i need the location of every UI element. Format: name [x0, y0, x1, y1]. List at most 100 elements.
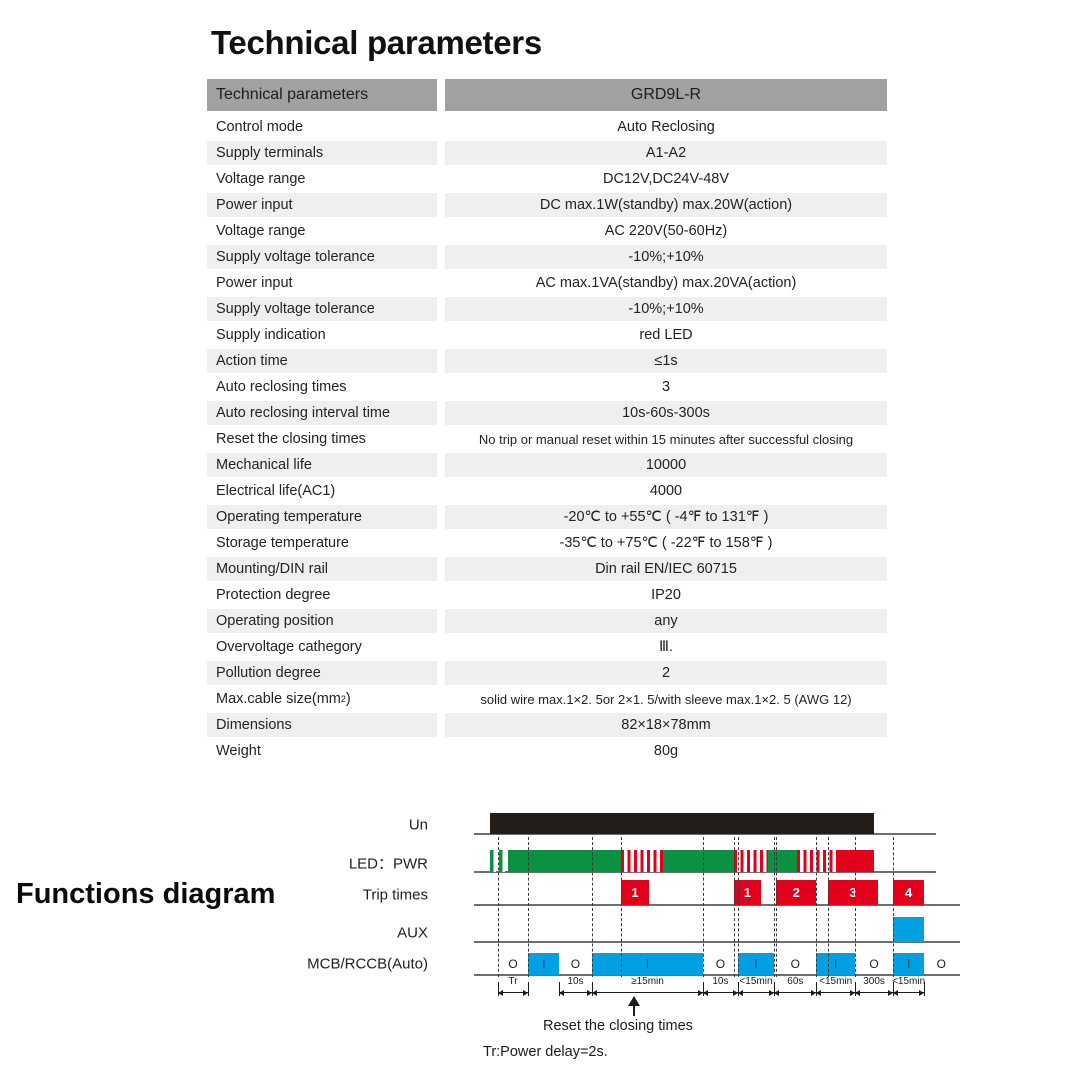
spec-key: Power input [207, 271, 437, 295]
mcb-state-bar-on [528, 953, 560, 975]
interval-arrow-left-icon [703, 989, 709, 996]
aux-pulse [893, 917, 924, 942]
diagram-guide-line [827, 837, 829, 977]
interval-dimension-line [559, 992, 592, 993]
spec-key: Protection degree [207, 583, 437, 607]
interval-tick [497, 982, 499, 996]
diagram-guide-line [737, 837, 739, 977]
interval-arrow-right-icon [769, 989, 775, 996]
baseline-led-pwr [474, 871, 936, 873]
interval-label: <15min [739, 976, 773, 987]
diagram-label-aux: AUX [397, 924, 428, 942]
table-row: Supply voltage tolerance-10%;+10% [207, 297, 887, 321]
mcb-state-bar-on [737, 953, 775, 975]
tr-note: Tr:Power delay=2s. [483, 1044, 608, 1060]
interval-dimension-line [703, 992, 738, 993]
spec-key: Operating temperature [207, 505, 437, 529]
spec-value: DC max.1W(standby) max.20W(action) [445, 193, 887, 217]
spec-value: solid wire max.1×2. 5or 2×1. 5/with slee… [445, 687, 887, 711]
interval-dimension-line [854, 992, 894, 993]
spec-value: -20℃ to +55℃ ( -4℉ to 131℉ ) [445, 505, 887, 529]
mcb-state-letter: I [754, 957, 758, 971]
spec-value: AC max.1VA(standby) max.20VA(action) [445, 271, 887, 295]
interval-arrow-right-icon [849, 989, 855, 996]
spec-value: -35℃ to +75℃ ( -22℉ to 158℉ ) [445, 531, 887, 555]
diagram-guide-line [733, 837, 735, 977]
mcb-state-letter: I [906, 957, 911, 971]
trip-pulse: 3 [827, 880, 878, 905]
spec-key: Control mode [207, 115, 437, 139]
spec-value: No trip or manual reset within 15 minute… [445, 427, 887, 451]
spec-value: 10000 [445, 453, 887, 477]
diagram-guide-line [620, 837, 622, 977]
spec-value: Ⅲ. [445, 635, 887, 659]
diagram-guide-line [528, 837, 530, 977]
interval-label: ≥15min [631, 976, 664, 987]
table-row: Operating temperature -20℃ to +55℃ ( -4℉ … [207, 505, 887, 529]
mcb-state-bar-on [816, 953, 855, 975]
mcb-state-letter: O [869, 957, 879, 971]
reset-arrow-stem [633, 1000, 635, 1016]
spec-value: 2 [445, 661, 887, 685]
table-row: Power input AC max.1VA(standby) max.20VA(… [207, 271, 887, 295]
diagram-guide-line [893, 837, 895, 977]
spec-value: IP20 [445, 583, 887, 607]
spec-value: Din rail EN/IEC 60715 [445, 557, 887, 581]
interval-label: Tr [508, 976, 518, 987]
spec-value: red LED [445, 323, 887, 347]
spec-key: Operating position [207, 609, 437, 633]
table-row: Mechanical life 10000 [207, 453, 887, 477]
interval-label: 300s [863, 976, 885, 987]
table-row: Storage temperature-35℃ to +75℃ ( -22℉ t… [207, 531, 887, 555]
led-segment-blink [733, 850, 769, 872]
spec-key: Supply terminals [207, 141, 437, 165]
interval-arrow-left-icon [854, 989, 860, 996]
table-row: Pollution degree 2 [207, 661, 887, 685]
mcb-state-bar-on [591, 953, 704, 975]
spec-key: Auto reclosing times [207, 375, 437, 399]
interval-tick [924, 982, 925, 996]
interval-arrow-left-icon [559, 989, 565, 996]
spec-value: 82×18×78mm [445, 713, 887, 737]
spec-key: Pollution degree [207, 661, 437, 685]
mcb-state-letter: I [645, 957, 650, 971]
interval-tick [591, 982, 593, 996]
led-segment-solid [768, 850, 798, 872]
baseline-trip [474, 904, 960, 906]
spec-key: Mounting/DIN rail [207, 557, 437, 581]
functions-diagram-heading: Functions diagram [16, 878, 276, 910]
interval-dimension-line [774, 992, 817, 993]
table-row: Action time≤1s [207, 349, 887, 373]
spec-value: 4000 [445, 479, 887, 503]
mcb-state-bar-on [893, 953, 924, 975]
interval-arrow-right-icon [732, 989, 738, 996]
spec-value: -10%;+10% [445, 245, 887, 269]
led-segment-blink [490, 850, 497, 872]
table-header-key: Technical parameters [207, 79, 437, 111]
table-row: Mounting/DIN rail Din rail EN/IEC 60715 [207, 557, 887, 581]
baseline-mcb [474, 974, 960, 976]
diagram-label-led-pwr: LED：PWR [348, 855, 428, 873]
diagram-guide-line [816, 837, 818, 977]
interval-arrow-left-icon [737, 989, 743, 996]
trip-pulse: 2 [776, 880, 817, 905]
table-row: Electrical life(AC1)4000 [207, 479, 887, 503]
interval-label: 60s [787, 976, 804, 987]
spec-key: Mechanical life [207, 453, 437, 477]
spec-value: 10s-60s-300s [445, 401, 887, 425]
interval-arrow-right-icon [523, 989, 529, 996]
diagram-label-un: Un [408, 816, 428, 834]
spec-key: Supply indication [207, 323, 437, 347]
table-header-row: Technical parameters GRD9L-R [207, 79, 887, 111]
interval-arrow-left-icon [893, 989, 899, 996]
